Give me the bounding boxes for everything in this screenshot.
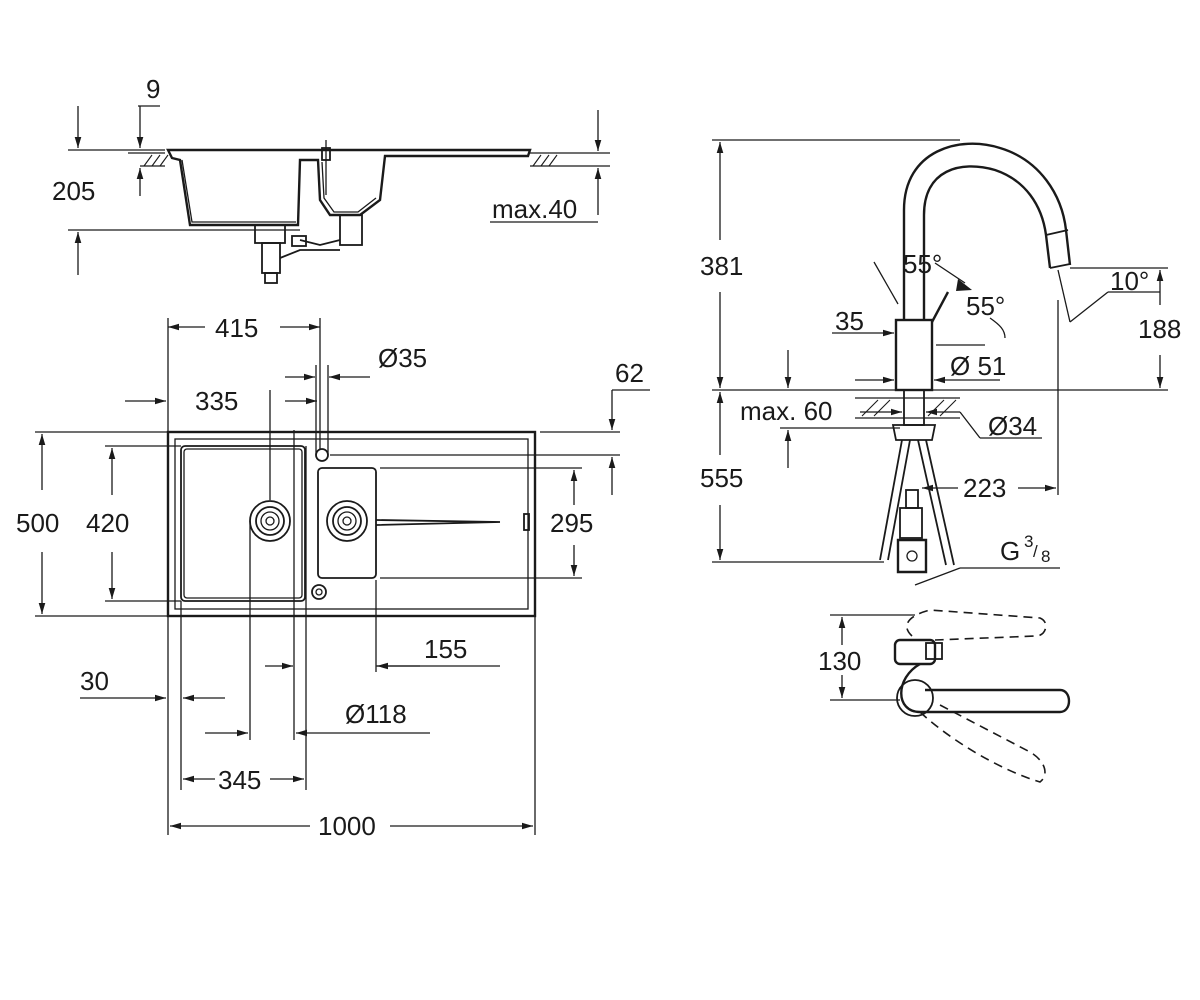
supply-hoses — [879, 439, 955, 574]
plan-spout — [900, 662, 1071, 714]
dim-thread-denominator: 8 — [1041, 547, 1050, 566]
tap-hole — [315, 448, 329, 462]
dim-lever-projection: 130 — [818, 646, 861, 676]
sink-top-view: 415 Ø35 335 62 500 420 295 — [16, 313, 650, 841]
overflow — [311, 584, 327, 600]
dim-hose-length: 555 — [700, 463, 743, 493]
dim-handle-offset: 35 — [835, 306, 864, 336]
small-bowl — [317, 467, 377, 579]
sink-side-view: 9 205 max.40 — [52, 74, 610, 284]
main-bowl — [180, 445, 306, 602]
dim-waste-diameter: Ø118 — [345, 699, 407, 729]
dim-tap-height: 381 — [700, 251, 743, 281]
dim-spout-height: 188 — [1138, 314, 1181, 344]
dim-tap-hole: Ø35 — [378, 343, 427, 373]
dim-shank-diameter: Ø34 — [988, 411, 1037, 441]
worktop-hatch-left — [128, 152, 169, 167]
dim-spout-swivel: 55° — [903, 249, 942, 279]
dim-spray-angle: 10° — [1110, 266, 1149, 296]
worktop-hatch-right — [530, 152, 610, 167]
dim-small-bowl-width: 155 — [424, 634, 467, 664]
tap-handle — [930, 291, 950, 323]
tap-plan-view: 130 — [818, 609, 1071, 783]
dim-tap-spacing: 415 — [215, 313, 258, 343]
dim-thread-numerator: 3 — [1024, 532, 1033, 551]
sink-outline — [166, 430, 537, 618]
tap-body — [894, 318, 934, 392]
dim-sink-depth: 205 — [52, 176, 95, 206]
dim-max-worktop: max.40 — [492, 194, 577, 224]
small-drain — [326, 500, 368, 542]
deck-hatch — [855, 397, 960, 419]
dim-rim-thickness: 9 — [146, 74, 160, 104]
plan-tap-body — [893, 638, 937, 666]
main-drain — [249, 500, 291, 542]
dim-body-diameter: Ø 51 — [950, 351, 1006, 381]
tap-side-view: 381 55° 55° 35 Ø 51 10° 188 max. 60 — [700, 139, 1181, 586]
dim-thread-slash: / — [1033, 542, 1038, 561]
waste-fitting — [254, 214, 363, 284]
dim-edge-margin: 30 — [80, 666, 109, 696]
dim-max-deck: max. 60 — [740, 396, 833, 426]
dim-back-edge: 62 — [615, 358, 644, 388]
dim-bowl-depth: 420 — [86, 508, 129, 538]
dim-small-bowl-depth: 295 — [550, 508, 593, 538]
drainer-groove — [375, 519, 501, 526]
dim-overall-depth: 500 — [16, 508, 59, 538]
dim-bowl-width: 345 — [218, 765, 261, 795]
dim-reach: 223 — [963, 473, 1006, 503]
sink-profile — [166, 148, 532, 227]
dim-thread: G — [1000, 536, 1020, 566]
dim-drain-offset: 335 — [195, 386, 238, 416]
dim-handle-angle: 55° — [966, 291, 1005, 321]
tap-spout — [902, 142, 1072, 320]
dim-overall-width: 1000 — [318, 811, 376, 841]
